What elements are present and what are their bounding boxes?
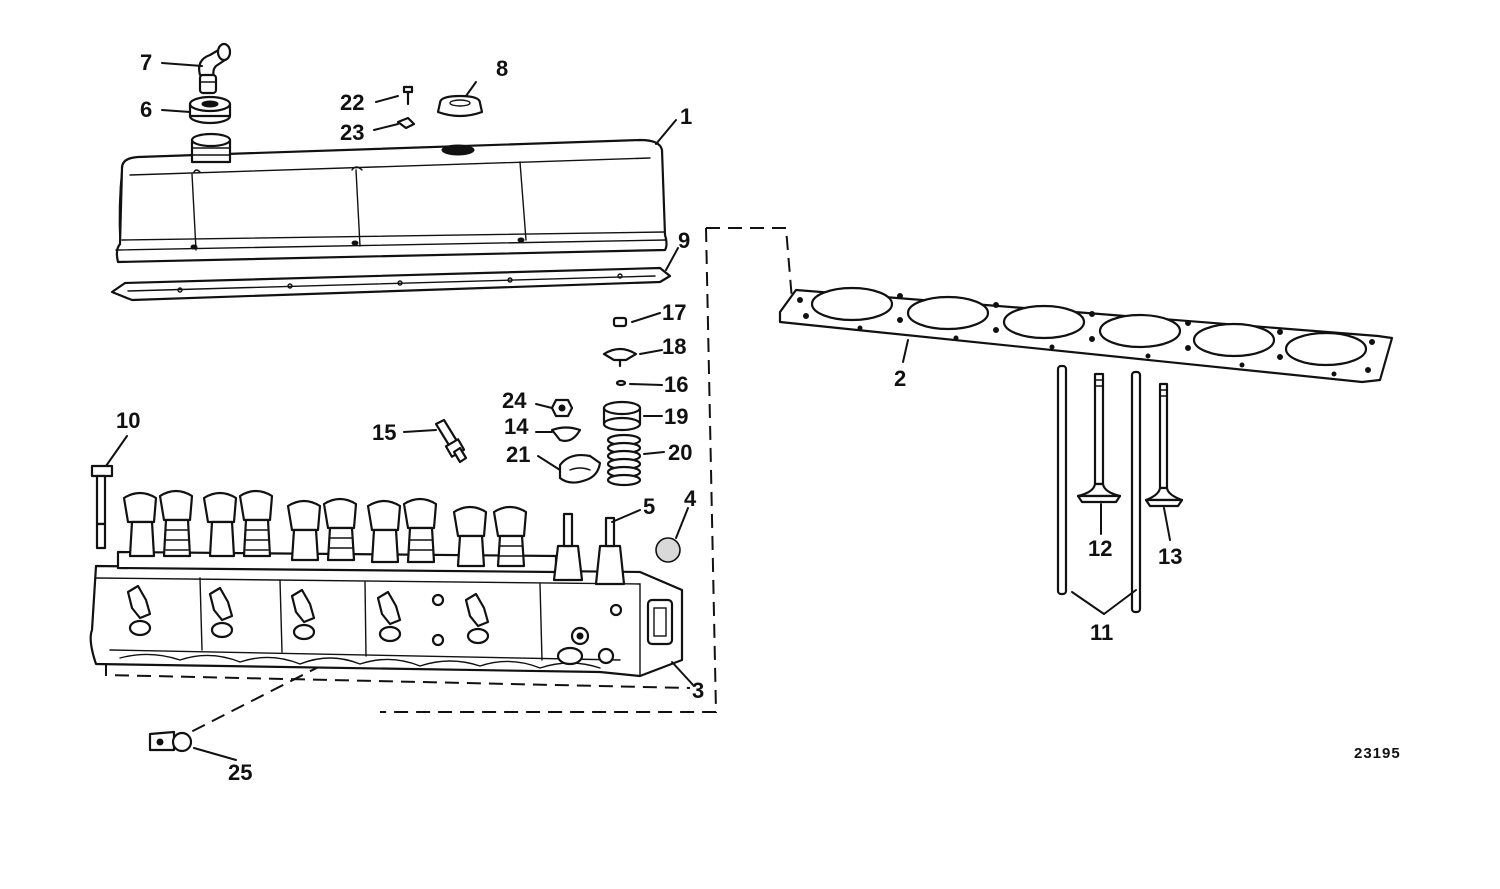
- callout-13: 13: [1158, 544, 1182, 569]
- callout-7: 7: [140, 50, 152, 75]
- callout-11: 11: [1090, 620, 1113, 645]
- ball-seat-part: [550, 426, 582, 442]
- callout-18: 18: [662, 334, 686, 359]
- head-bolt-part: [90, 464, 114, 550]
- gasket-bolt-holes: [797, 293, 1375, 377]
- intake-valve-part: [1076, 372, 1122, 504]
- callout-2: 2: [894, 366, 906, 391]
- push-rods-part: [1056, 364, 1142, 614]
- head-ports: [128, 593, 623, 666]
- callout-4: 4: [684, 486, 697, 511]
- o-ring-part: [615, 379, 627, 387]
- rotator-cap-part: [602, 347, 638, 368]
- screw-part: [402, 85, 414, 106]
- callout-6: 6: [140, 97, 152, 122]
- spring-coils: [165, 529, 523, 557]
- temperature-sender-part: [434, 418, 468, 464]
- callout-3: 3: [692, 678, 704, 703]
- rocker-arm-part: [558, 453, 602, 484]
- callout-25: 25: [228, 760, 252, 785]
- cylinder-head-part: [89, 489, 684, 678]
- valve-shield-part: [602, 400, 642, 432]
- valve-cover-part: [115, 132, 668, 264]
- rocker-arm-row: [122, 489, 528, 538]
- rocker-spring-row: [128, 518, 526, 568]
- callout-8: 8: [496, 56, 508, 81]
- callout-24: 24: [502, 388, 527, 413]
- callout-16: 16: [664, 372, 688, 397]
- callout-19: 19: [664, 404, 688, 429]
- bracket-clip-part: [148, 730, 193, 753]
- callout-numbers: 1 2 3 4 5 6 7 8 9 10 11 12 13 14 15 16 1…: [116, 50, 1182, 785]
- filler-cap-part: [436, 94, 484, 118]
- elbow-fitting-part: [198, 42, 232, 95]
- callout-10: 10: [116, 408, 140, 433]
- callout-14: 14: [504, 414, 529, 439]
- callout-15: 15: [372, 420, 396, 445]
- clip-part: [396, 116, 416, 130]
- callout-9: 9: [678, 228, 690, 253]
- head-gasket-part: [778, 286, 1394, 384]
- callout-12: 12: [1088, 536, 1112, 561]
- leader-lines: [105, 62, 1171, 761]
- spark-plug-bosses: [126, 584, 490, 628]
- nut-part: [550, 398, 574, 418]
- callout-17: 17: [662, 300, 686, 325]
- callout-22: 22: [340, 90, 364, 115]
- callout-5: 5: [643, 494, 655, 519]
- cover-gasket-part: [110, 266, 672, 302]
- exhaust-valve-part: [1144, 382, 1184, 508]
- figure-reference-number: 23195: [1354, 745, 1401, 762]
- callout-20: 20: [668, 440, 692, 465]
- callout-1: 1: [680, 104, 692, 129]
- callout-21: 21: [506, 442, 530, 467]
- valve-key-part: [612, 316, 628, 328]
- grommet-part: [188, 95, 232, 125]
- callout-23: 23: [340, 120, 364, 145]
- valve-spring-part: [606, 433, 642, 487]
- expansion-plug-part: [655, 537, 681, 563]
